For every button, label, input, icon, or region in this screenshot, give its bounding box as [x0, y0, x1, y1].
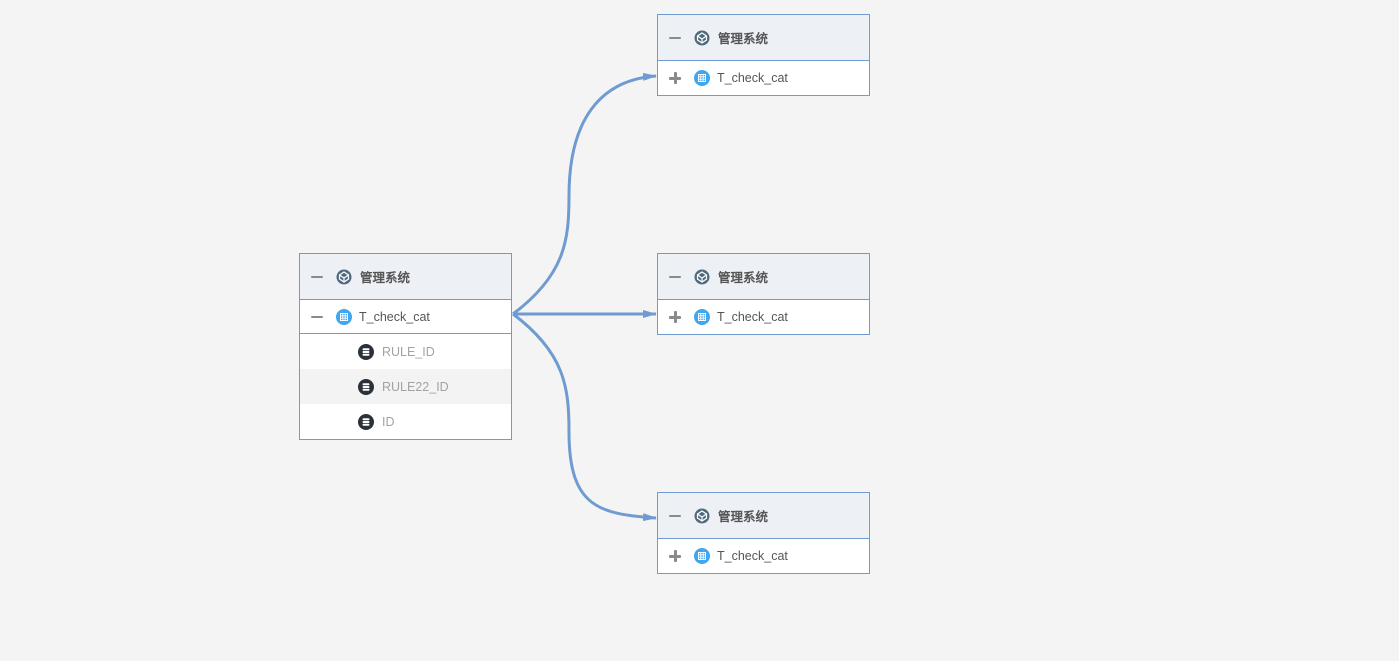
table-icon: [694, 70, 710, 86]
system-icon: [694, 30, 710, 45]
target-table-row[interactable]: T_check_cat: [658, 539, 869, 573]
field-icon: [358, 343, 374, 360]
field-label: ID: [382, 414, 395, 429]
target-system-header[interactable]: 管理系统: [658, 254, 869, 300]
expand-table-toggle[interactable]: [669, 550, 681, 562]
collapse-system-toggle[interactable]: [669, 32, 681, 44]
table-label: T_check_cat: [359, 309, 430, 324]
collapse-table-toggle[interactable]: [311, 311, 323, 323]
field-row[interactable]: RULE22_ID: [300, 369, 511, 404]
system-label: 管理系统: [718, 510, 769, 524]
table-icon: [336, 308, 352, 325]
table-icon: [694, 548, 710, 564]
target-node-2: 管理系统 T_check_cat: [657, 253, 870, 335]
system-icon: [694, 269, 710, 284]
collapse-system-toggle[interactable]: [669, 271, 681, 283]
edge-to-target-1[interactable]: [512, 72, 657, 316]
target-table-row[interactable]: T_check_cat: [658, 61, 869, 95]
source-node: 管理系统 T_check_cat RULE_ID RULE22_ID: [299, 253, 512, 440]
field-icon: [358, 413, 374, 430]
table-label: T_check_cat: [717, 71, 788, 85]
expand-table-toggle[interactable]: [669, 72, 681, 84]
source-system-header[interactable]: 管理系统: [300, 254, 511, 300]
target-system-header[interactable]: 管理系统: [658, 15, 869, 61]
collapse-system-toggle[interactable]: [669, 510, 681, 522]
edge-to-target-3[interactable]: [512, 312, 657, 522]
expand-table-toggle[interactable]: [669, 311, 681, 323]
system-icon: [336, 269, 352, 284]
system-label: 管理系统: [718, 271, 769, 285]
system-icon: [694, 508, 710, 523]
collapse-system-toggle[interactable]: [311, 271, 323, 283]
target-system-header[interactable]: 管理系统: [658, 493, 869, 539]
field-label: RULE_ID: [382, 344, 435, 359]
field-icon: [358, 378, 374, 395]
target-node-1: 管理系统 T_check_cat: [657, 14, 870, 96]
system-label: 管理系统: [718, 32, 769, 46]
target-table-row[interactable]: T_check_cat: [658, 300, 869, 334]
table-icon: [694, 309, 710, 325]
table-label: T_check_cat: [717, 310, 788, 324]
field-label: RULE22_ID: [382, 379, 449, 394]
system-label: 管理系统: [360, 271, 411, 285]
target-node-3: 管理系统 T_check_cat: [657, 492, 870, 574]
table-label: T_check_cat: [717, 549, 788, 563]
field-row[interactable]: ID: [300, 404, 511, 439]
source-table-row[interactable]: T_check_cat: [300, 300, 511, 334]
field-row[interactable]: RULE_ID: [300, 334, 511, 369]
